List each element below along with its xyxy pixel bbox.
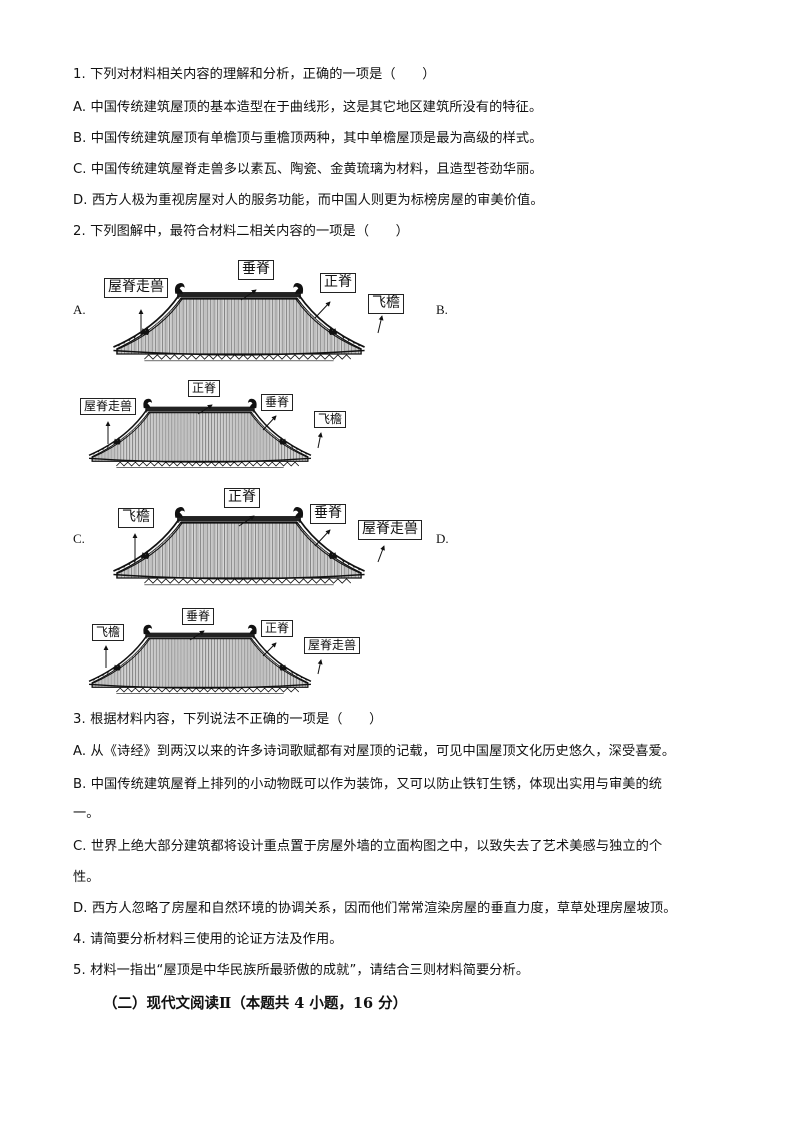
q2-option-letter-a: A. xyxy=(73,302,86,317)
label-right-lower: 飞檐 xyxy=(314,411,347,428)
label-right-upper: 垂脊 xyxy=(310,504,346,524)
label-left: 飞檐 xyxy=(92,624,125,641)
q4-stem: 4. 请简要分析材料三使用的论证方法及作用。 xyxy=(73,932,343,947)
q3-stem: 3. 根据材料内容，下列说法不正确的一项是（ ） xyxy=(73,712,383,727)
label-right-lower: 屋脊走兽 xyxy=(358,520,422,540)
q1-option-a: A. 中国传统建筑屋顶的基本造型在于曲线形，这是其它地区建筑所没有的特征。 xyxy=(73,100,543,115)
q3-option-d: D. 西方人忽略了房屋和自然环境的协调关系，因而他们常常渲染房屋的垂直力度，草草… xyxy=(73,901,677,916)
label-right-lower: 屋脊走兽 xyxy=(304,637,361,654)
q3-option-c: C. 世界上绝大部分建筑都将设计重点置于房屋外墙的立面构图之中，以致失去了艺术美… xyxy=(73,839,663,854)
label-right-upper: 正脊 xyxy=(320,273,356,293)
roof-diagram-d: 飞檐 垂脊 正脊 屋脊走兽 xyxy=(78,606,368,701)
label-right-lower: 飞檐 xyxy=(368,294,404,314)
label-top: 正脊 xyxy=(188,380,221,397)
roof-diagram-b: 屋脊走兽 正脊 垂脊 飞檐 xyxy=(78,378,348,473)
label-left: 飞檐 xyxy=(118,508,154,528)
q2-option-letter-b: B. xyxy=(436,302,448,317)
q1-option-c: C. 中国传统建筑屋脊走兽多以素瓦、陶瓷、金黄琉璃为材料，且造型苍劲华丽。 xyxy=(73,162,543,177)
q3-option-b-cont: 一。 xyxy=(73,806,100,821)
q1-option-d: D. 西方人极为重视房屋对人的服务功能，而中国人则更为标榜房屋的审美价值。 xyxy=(73,193,544,208)
label-left: 屋脊走兽 xyxy=(104,278,168,298)
label-right-upper: 垂脊 xyxy=(261,394,294,411)
q3-option-a: A. 从《诗经》到两汉以来的许多诗词歌赋都有对屋顶的记载，可见中国屋顶文化历史悠… xyxy=(73,744,676,759)
q1-option-b: B. 中国传统建筑屋顶有单檐顶与重檐顶两种，其中单檐屋顶是最为高级的样式。 xyxy=(73,131,543,146)
label-right-upper: 正脊 xyxy=(261,620,294,637)
q2-stem: 2. 下列图解中，最符合材料二相关内容的一项是（ ） xyxy=(73,224,409,239)
section-heading: （二）现代文阅读Ⅱ（本题共 4 小题，16 分） xyxy=(103,995,408,1012)
label-left: 屋脊走兽 xyxy=(80,398,137,415)
q3-option-c-cont: 性。 xyxy=(73,870,100,885)
q5-stem: 5. 材料一指出“屋顶是中华民族所最骄傲的成就”，请结合三则材料简要分析。 xyxy=(73,963,530,978)
label-top: 正脊 xyxy=(224,488,260,508)
q2-option-letter-c: C. xyxy=(73,531,85,546)
q2-option-letter-d: D. xyxy=(436,531,449,546)
roof-diagram-c: 飞檐 正脊 垂脊 屋脊走兽 xyxy=(98,486,438,591)
q3-option-b: B. 中国传统建筑屋脊上排列的小动物既可以作为装饰，又可以防止铁钉生锈，体现出实… xyxy=(73,777,663,792)
q1-stem: 1. 下列对材料相关内容的理解和分析，正确的一项是（ ） xyxy=(73,67,436,82)
roof-diagram-a: 屋脊走兽 垂脊 正脊 飞檐 xyxy=(98,258,438,368)
label-top: 垂脊 xyxy=(182,608,215,625)
label-top: 垂脊 xyxy=(238,260,274,280)
